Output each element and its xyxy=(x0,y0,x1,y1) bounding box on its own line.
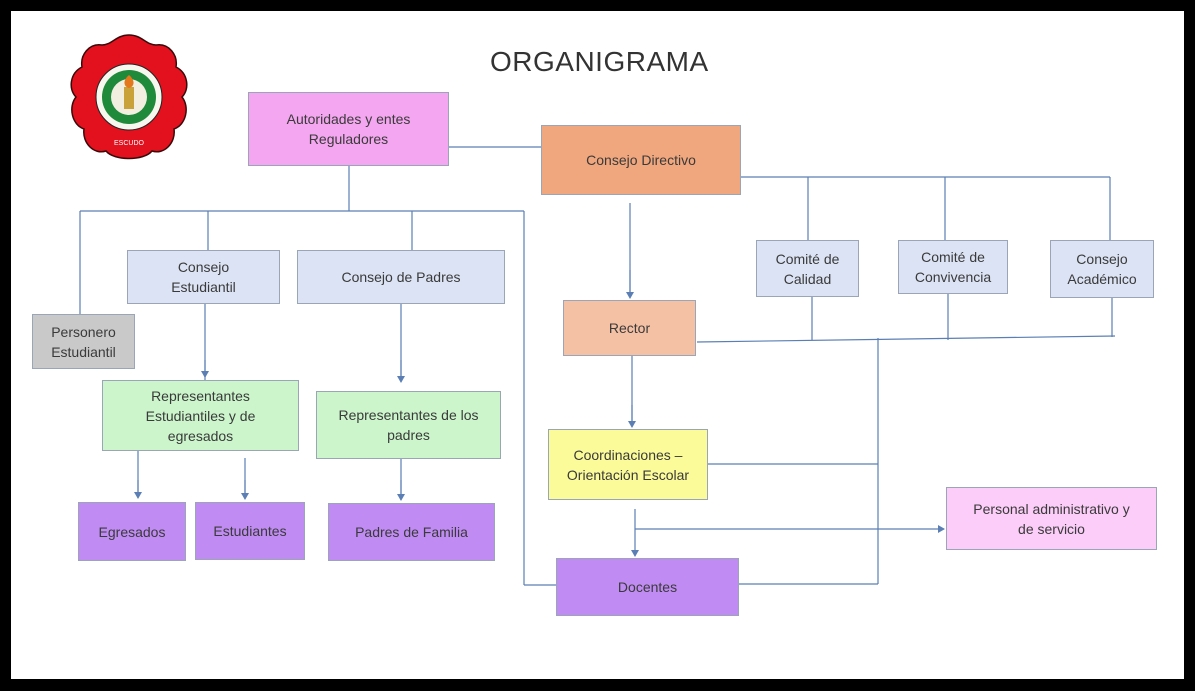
diagram-title: ORGANIGRAMA xyxy=(490,46,709,77)
node-coordinaciones: Coordinaciones – Orientación Escolar xyxy=(548,429,708,500)
node-consejo-directivo: Consejo Directivo xyxy=(541,125,741,195)
node-representantes-estudiantiles: Representantes Estudiantiles y de egresa… xyxy=(102,380,299,451)
node-personero: Personero Estudiantil xyxy=(32,314,135,369)
node-padres-familia: Padres de Familia xyxy=(328,503,495,561)
node-consejo-academico: Consejo Académico xyxy=(1050,240,1154,298)
node-estudiantes: Estudiantes xyxy=(195,502,305,560)
svg-text:ESCUDO: ESCUDO xyxy=(114,140,145,147)
node-representantes-padres: Representantes de los padres xyxy=(316,391,501,459)
node-consejo-estudiantil: Consejo Estudiantil xyxy=(127,250,280,304)
institution-logo-icon: ESCUDO xyxy=(70,34,188,160)
node-consejo-padres: Consejo de Padres xyxy=(297,250,505,304)
node-docentes: Docentes xyxy=(556,558,739,616)
node-rector: Rector xyxy=(563,300,696,356)
node-personal-administrativo: Personal administrativo y de servicio xyxy=(946,487,1157,550)
node-comite-calidad: Comité de Calidad xyxy=(756,240,859,297)
node-egresados: Egresados xyxy=(78,502,186,561)
node-autoridades: Autoridades y entes Reguladores xyxy=(248,92,449,166)
node-comite-convivencia: Comité de Convivencia xyxy=(898,240,1008,294)
